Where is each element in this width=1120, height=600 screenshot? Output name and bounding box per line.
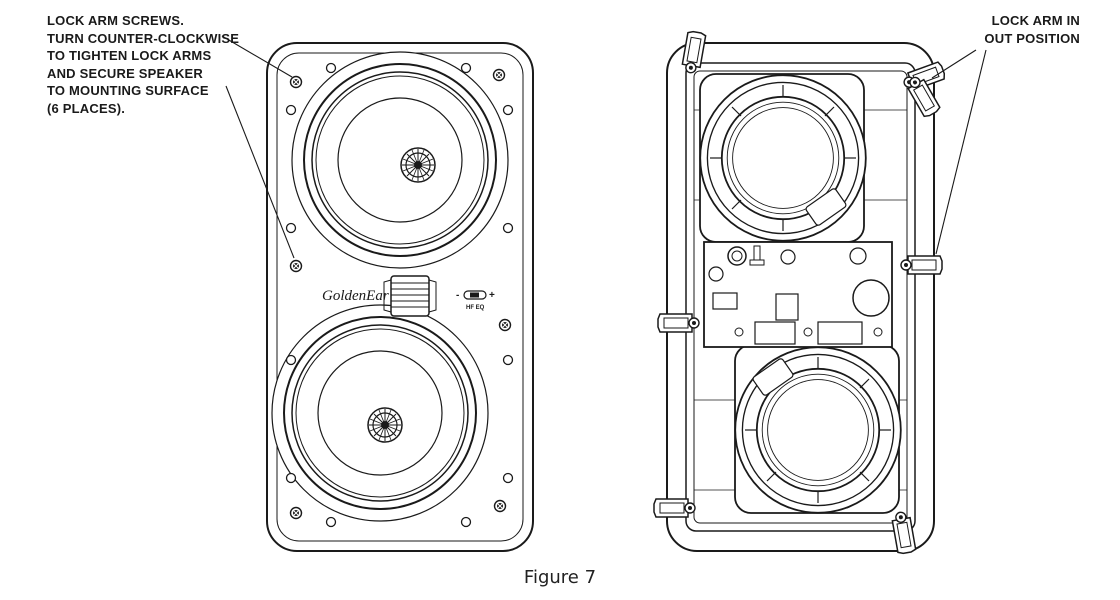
leader-line: [931, 49, 977, 79]
mounting-hole: [460, 62, 472, 74]
lock-arm-screws-callout: LOCK ARM SCREWS. TURN COUNTER-CLOCKWISE …: [47, 12, 239, 117]
leader-line: [221, 35, 293, 78]
switch-label: HF EQ: [466, 305, 485, 311]
switch-minus-label: -: [456, 290, 459, 301]
mounting-hole: [285, 472, 297, 484]
callout-line: TO MOUNTING SURFACE: [47, 83, 209, 98]
lock-arm-screw: [492, 68, 506, 82]
switch-plus-label: +: [489, 290, 495, 301]
callout-line: OUT POSITION: [984, 30, 1080, 46]
mounting-hole: [325, 516, 337, 528]
lock-arm-screw: [289, 259, 303, 273]
mounting-hole: [285, 354, 297, 366]
brand-logo: GoldenEar: [322, 288, 389, 304]
figure-caption: Figure 7: [523, 567, 597, 588]
mounting-hole: [502, 354, 514, 366]
callout-line: TURN COUNTER-CLOCKWISE: [47, 30, 240, 46]
callout-line: LOCK ARM SCREWS.: [47, 13, 185, 28]
crossover-board: [703, 241, 893, 348]
lock-arm-screw: [493, 499, 507, 513]
lower-tweeter-icon: [367, 407, 403, 443]
upper-woofer: [291, 51, 509, 269]
mounting-hole: [502, 104, 514, 116]
mounting-hole: [502, 472, 514, 484]
center-grille: [383, 275, 437, 317]
callout-line: AND SECURE SPEAKER: [47, 65, 204, 81]
lock-arm-screw: [289, 506, 303, 520]
rear-lower-woofer: [734, 344, 902, 514]
leader-line: [225, 85, 295, 259]
lock-arm-position-callout: LOCK ARM IN OUT POSITION: [984, 12, 1080, 47]
mounting-hole: [285, 104, 297, 116]
callout-line: (6 PLACES).: [47, 100, 126, 116]
callout-line: LOCK ARM IN: [991, 13, 1080, 28]
front-view: GoldenEar - + HF EQ: [221, 35, 534, 552]
mounting-hole: [325, 62, 337, 74]
hf-eq-switch: - + HF EQ: [456, 290, 495, 311]
callout-line: TO TIGHTEN LOCK ARMS: [47, 48, 212, 63]
mounting-hole: [285, 222, 297, 234]
lock-arm-screw: [498, 318, 512, 332]
leader-line: [935, 49, 987, 255]
mounting-hole: [460, 516, 472, 528]
rear-view: [653, 29, 987, 556]
upper-tweeter-icon: [400, 147, 436, 183]
rear-upper-woofer: [699, 73, 867, 243]
mounting-hole: [502, 222, 514, 234]
lock-arm-screw: [289, 75, 303, 89]
